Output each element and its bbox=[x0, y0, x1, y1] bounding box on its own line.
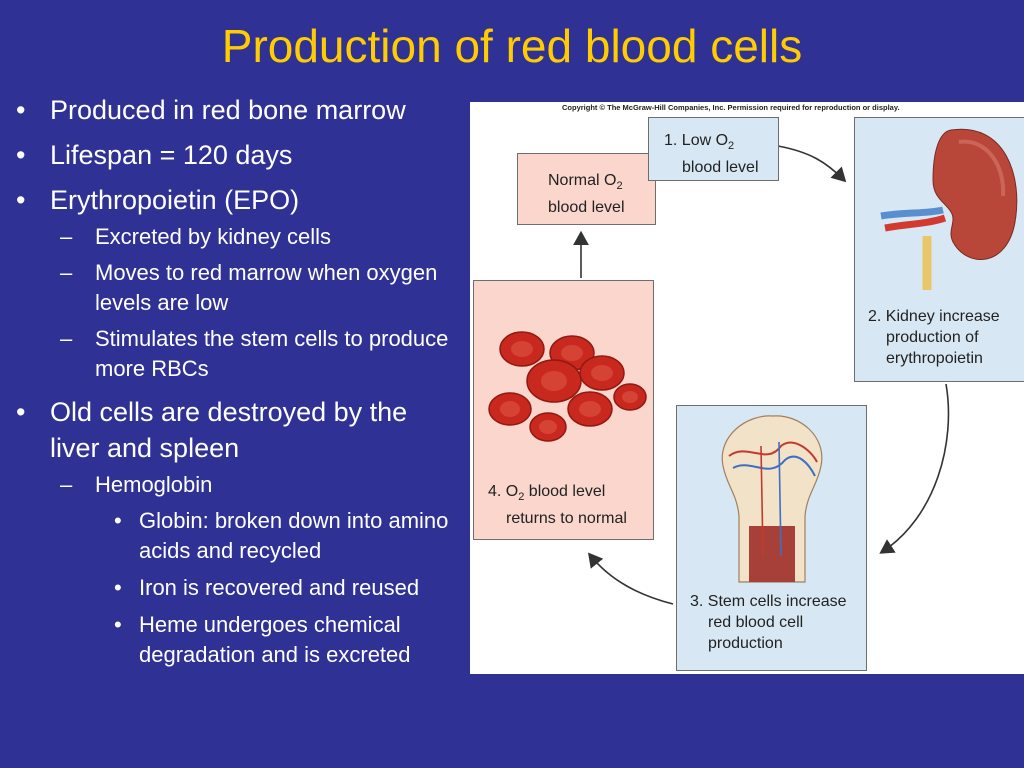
bullet-item: •Erythropoietin (EPO) bbox=[16, 185, 300, 215]
sub-sub-bullet-text: Heme undergoes chemical degradation and … bbox=[139, 612, 411, 667]
sub-bullet-item: –Hemoglobin bbox=[60, 472, 213, 497]
sub-bullet-item: –Excreted by kidney cells bbox=[60, 224, 331, 249]
red-blood-cells-illustration bbox=[488, 331, 647, 442]
arrow-step2-to-step3 bbox=[879, 383, 950, 554]
sub-bullet-text: Moves to red marrow when oxygen levels a… bbox=[95, 260, 438, 315]
slide-title: Production of red blood cells bbox=[221, 20, 803, 72]
sub-bullet-item: –Moves to red marrow when oxygen levels … bbox=[60, 260, 438, 315]
bullet-item: •Lifespan = 120 days bbox=[16, 140, 293, 170]
step2-box: 2. Kidney increase production of erythro… bbox=[854, 117, 1024, 382]
bullet-item: •Old cells are destroyed by the liver an… bbox=[16, 397, 408, 463]
bone-marrow-illustration bbox=[721, 415, 823, 583]
step4-box: 4. O2 blood level returns to normal bbox=[473, 280, 654, 540]
sub-sub-bullet-item: •Iron is recovered and reused bbox=[114, 575, 420, 600]
cycle-arrows bbox=[573, 145, 950, 605]
sub-sub-bullet-text: Globin: broken down into amino acids and… bbox=[139, 508, 449, 563]
arrow-step3-to-step4 bbox=[588, 552, 674, 605]
bullet-text: Erythropoietin (EPO) bbox=[50, 185, 300, 215]
copyright-notice: Copyright © The McGraw-Hill Companies, I… bbox=[562, 103, 900, 112]
step1-box: 1. Low O2 blood level bbox=[648, 117, 779, 181]
sub-sub-bullet-item: •Heme undergoes chemical degradation and… bbox=[114, 612, 411, 667]
sub-bullet-text: Stimulates the stem cells to produce mor… bbox=[95, 326, 449, 381]
normal-o2-box: Normal O2 blood level bbox=[517, 153, 656, 225]
sub-bullet-text: Hemoglobin bbox=[95, 472, 213, 497]
sub-bullet-text: Excreted by kidney cells bbox=[95, 224, 331, 249]
sub-sub-bullet-text: Iron is recovered and reused bbox=[139, 575, 420, 600]
bullet-text: Lifespan = 120 days bbox=[50, 140, 293, 170]
step3-box: 3. Stem cells increase red blood cell pr… bbox=[676, 405, 867, 671]
bullet-list: •Produced in red bone marrow •Lifespan =… bbox=[14, 92, 494, 677]
arrow-step1-to-step2 bbox=[777, 145, 847, 183]
bullet-text: Produced in red bone marrow bbox=[50, 95, 406, 125]
sub-bullet-item: –Stimulates the stem cells to produce mo… bbox=[60, 326, 449, 381]
bullet-text: Old cells are destroyed by the liver and… bbox=[50, 397, 408, 463]
bullet-item: •Produced in red bone marrow bbox=[16, 95, 406, 125]
epo-cycle-figure: Copyright © The McGraw-Hill Companies, I… bbox=[470, 102, 1024, 674]
sub-sub-bullet-item: •Globin: broken down into amino acids an… bbox=[114, 508, 449, 563]
kidney-illustration bbox=[880, 128, 1018, 290]
